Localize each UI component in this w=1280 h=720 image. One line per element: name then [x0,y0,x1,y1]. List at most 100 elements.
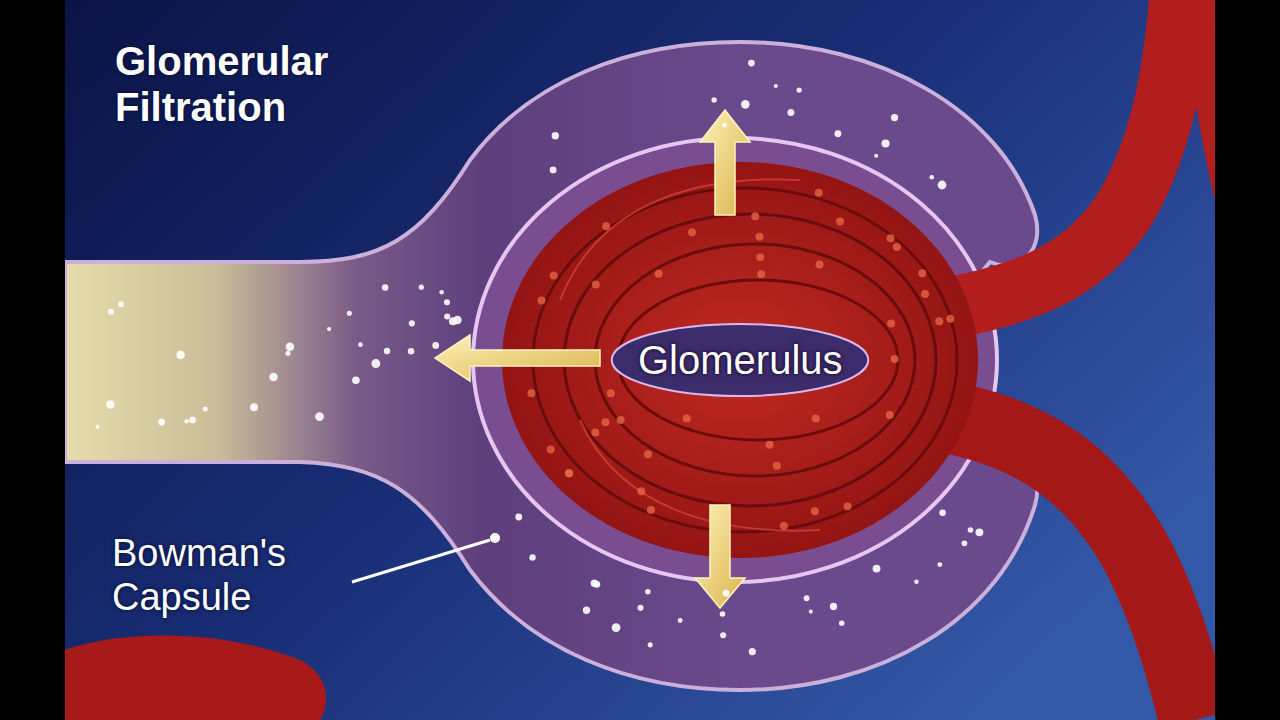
filtrate-particle [648,642,653,647]
red-blood-cell [565,469,573,477]
red-blood-cell [773,462,781,470]
red-blood-cell [886,411,894,419]
filtrate-particle [184,419,188,423]
red-blood-cell [647,506,655,514]
bowmans-capsule [65,42,1037,690]
red-blood-cell [550,272,558,280]
filtrate-particle [347,311,352,316]
red-blood-cell [527,389,535,397]
red-blood-cell [935,317,943,325]
filtrate-particle [419,285,424,290]
filtrate-particle [315,412,324,421]
red-blood-cell [751,212,759,220]
filtrate-particle [453,316,461,324]
filtrate-particle [439,290,444,295]
filtrate-particle [384,348,390,354]
filtrate-particle [711,97,716,102]
red-blood-cell [591,429,599,437]
red-blood-cell [893,243,901,251]
red-blood-cell [602,222,610,230]
filtrate-particle [286,342,295,351]
filtrate-particle [189,417,196,424]
filtrate-particle [678,618,683,623]
filtrate-particle [834,130,841,137]
diagram-title: Glomerular Filtration [115,38,385,130]
red-blood-cell [918,269,926,277]
filtrate-particle [269,373,278,382]
filtrate-particle [787,109,794,116]
capillary-loop [564,214,936,506]
red-blood-cell [766,441,774,449]
filtrate-particle [796,87,801,92]
blood-vessel [65,635,326,720]
filtrate-particle [891,114,898,121]
filtrate-particle [938,181,947,190]
red-blood-cell [887,319,895,327]
filtrate-particle [939,510,946,517]
red-blood-cell [891,355,899,363]
red-blood-cell [815,189,823,197]
label-box: Glomerulus [638,337,843,383]
filtrate-particle [352,377,360,385]
filtrate-particle [637,605,643,611]
filtrate-particle [444,313,450,319]
red-blood-cell [683,414,691,422]
filtrate-particle [873,565,881,573]
filtrate-particles [95,60,983,655]
red-blood-cell [756,253,764,261]
red-blood-cell [946,315,954,323]
structure-label: Bowman's Capsule [112,532,332,619]
red-blood-cell [644,450,652,458]
filtrate-particle [645,589,651,595]
red-blood-cell [617,416,625,424]
filtrate-particle [975,528,983,536]
capillary-highlight [560,179,800,300]
filtrate-particle [720,632,726,638]
filtrate-particle [741,100,750,109]
filtrate-particle [874,154,878,158]
filtrate-particle [968,527,974,533]
filtrate-particle [408,348,414,354]
filtrate-particle [106,400,114,408]
filtrate-particle [804,595,810,601]
red-blood-cell [812,415,820,423]
filtrate-particle [830,603,837,610]
filtrate-particle [748,60,755,67]
filtrate-particle [809,610,813,614]
capillary-loop [595,244,915,476]
arrow-down [695,505,745,608]
red-blood-cell [757,270,765,278]
filtrate-particle [285,351,290,356]
filtrate-particle [95,425,99,429]
red-blood-cell [755,233,763,241]
filtrate-particle [176,351,185,360]
letterbox-bar [1215,0,1280,720]
filtrate-particle [962,540,968,546]
glomerulus-center [612,324,869,396]
filtrate-particle [749,648,756,655]
red-blood-cell [811,507,819,515]
label-box: Bowman's Capsule [112,532,332,619]
filtrate-particle [108,309,114,315]
filtrate-particle [723,590,730,597]
filtrate-particle [722,123,727,128]
filtrate-particle [529,554,535,560]
red-blood-cell [601,418,609,426]
red-blood-cell [655,270,663,278]
filtrate-particle [327,327,331,331]
filtrate-particle [914,579,919,584]
filtrate-particle [409,320,415,326]
filtrate-particle [118,301,124,307]
filtrate-particle [358,342,363,347]
red-blood-cell [637,487,645,495]
arrow-up [700,110,750,215]
arrow-left [435,335,600,381]
filtrate-particle [444,299,450,305]
red-blood-cell [565,469,573,477]
title-box: Glomerular Filtration [115,38,385,130]
filtrate-particle [550,166,557,173]
filtrate-particle [774,84,778,88]
red-blood-cell [844,502,852,510]
